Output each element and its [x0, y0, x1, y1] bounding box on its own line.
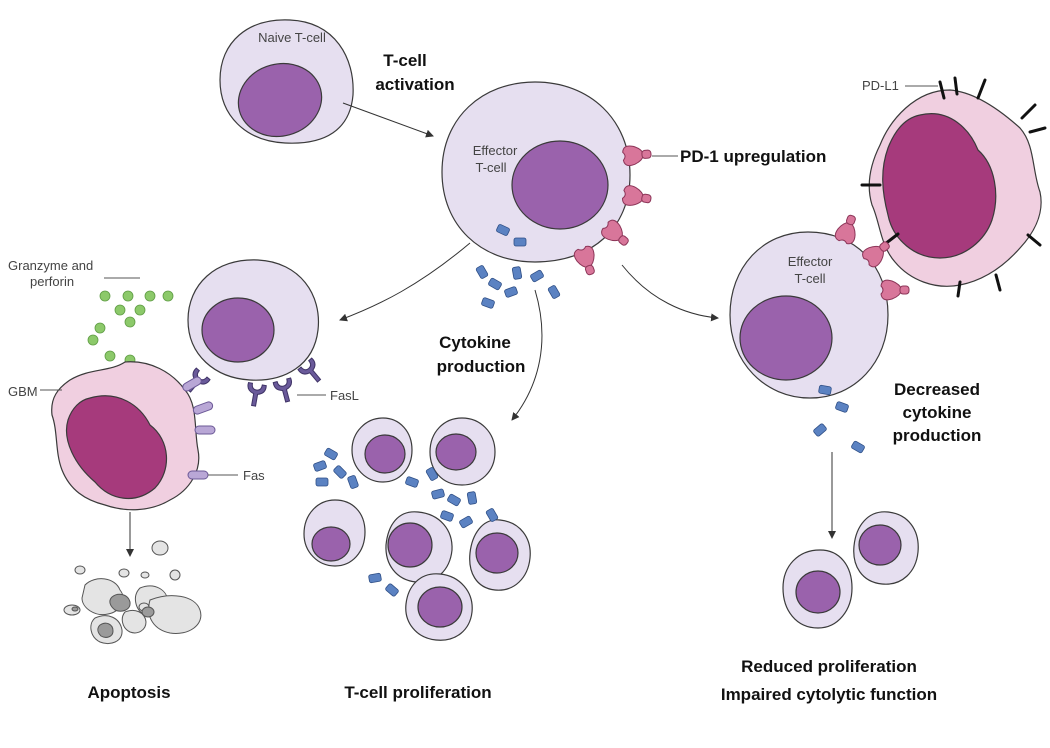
granzyme-label-line2: perforin: [30, 274, 74, 289]
decreased-cytokine-line1: Decreased: [894, 380, 980, 399]
fasl-ligand: [244, 382, 267, 408]
fasl-label: FasL: [330, 388, 359, 403]
arrow-to-exhaustion: [621, 264, 719, 322]
tcell-activation-label-line1: T-cell: [383, 51, 426, 70]
effector-tcell-exhausted: Effector T-cell: [729, 211, 910, 399]
pd1-receptor: [621, 184, 654, 210]
effector-label-line1: Effector: [473, 143, 518, 158]
fasl-ligand: [272, 377, 297, 405]
cytokine-vesicle: [817, 384, 833, 396]
proliferating-tcells: [303, 417, 531, 641]
pd1-upregulation-label: PD-1 upregulation: [680, 147, 826, 166]
pdl1-label: PD-L1: [862, 78, 899, 93]
apoptotic-debris: [63, 540, 202, 644]
pd1-receptor: [880, 279, 910, 301]
released-cytokines: [475, 264, 561, 310]
tcell-activation-label-line2: activation: [375, 75, 454, 94]
fas-receptor: [191, 400, 215, 416]
effector-tcell-killer: [181, 259, 327, 408]
proliferating-tcell: [405, 573, 473, 641]
arrow-to-proliferation: [511, 289, 543, 421]
fas-receptor: [187, 470, 209, 480]
naive-tcell: Naive T-cell: [219, 19, 354, 144]
gbm-tumor-cell: [51, 361, 216, 511]
effector2-label-line1: Effector: [788, 254, 833, 269]
effector-tcell-center: Effector T-cell: [441, 81, 654, 279]
cytokine-vesicle: [513, 237, 527, 247]
cytokine-production-line2: production: [437, 357, 526, 376]
reduced-tcell: [782, 549, 853, 629]
arrow-to-killing: [339, 242, 471, 322]
reduced-tcells: [782, 511, 919, 629]
reduced-tcell: [853, 511, 919, 585]
proliferating-tcell: [469, 519, 531, 591]
proliferating-tcell: [385, 511, 453, 583]
gbm-tumor-cell-pdl1: [860, 76, 1047, 298]
decreased-cytokines: [812, 400, 866, 454]
proliferating-tcell: [303, 499, 366, 567]
cytokine-production-line1: Cytokine: [439, 333, 511, 352]
activation-arrow: [342, 102, 434, 138]
decreased-cytokine-line2: cytokine: [903, 403, 972, 422]
apoptosis-label: Apoptosis: [87, 683, 170, 702]
reduced-proliferation-label: Reduced proliferation: [741, 657, 917, 676]
granzyme-perforin-granules: [87, 290, 174, 366]
pd1-receptor: [572, 244, 602, 279]
proliferating-tcell: [351, 417, 413, 483]
proliferating-tcell: [429, 417, 496, 486]
pd1-receptor: [621, 143, 653, 167]
pd1-receptor: [833, 211, 863, 246]
naive-tcell-label: Naive T-cell: [258, 30, 326, 45]
pdl1-ligands: [860, 76, 1047, 298]
fas-label: Fas: [243, 468, 265, 483]
fas-receptor: [194, 425, 216, 435]
impaired-cytolytic-label: Impaired cytolytic function: [721, 685, 937, 704]
gbm-label: GBM: [8, 384, 38, 399]
effector2-label-line2: T-cell: [794, 271, 825, 286]
granzyme-label-line1: Granzyme and: [8, 258, 93, 273]
effector-label-line2: T-cell: [475, 160, 506, 175]
decreased-cytokine-line3: production: [893, 426, 982, 445]
tcell-proliferation-label: T-cell proliferation: [344, 683, 491, 702]
